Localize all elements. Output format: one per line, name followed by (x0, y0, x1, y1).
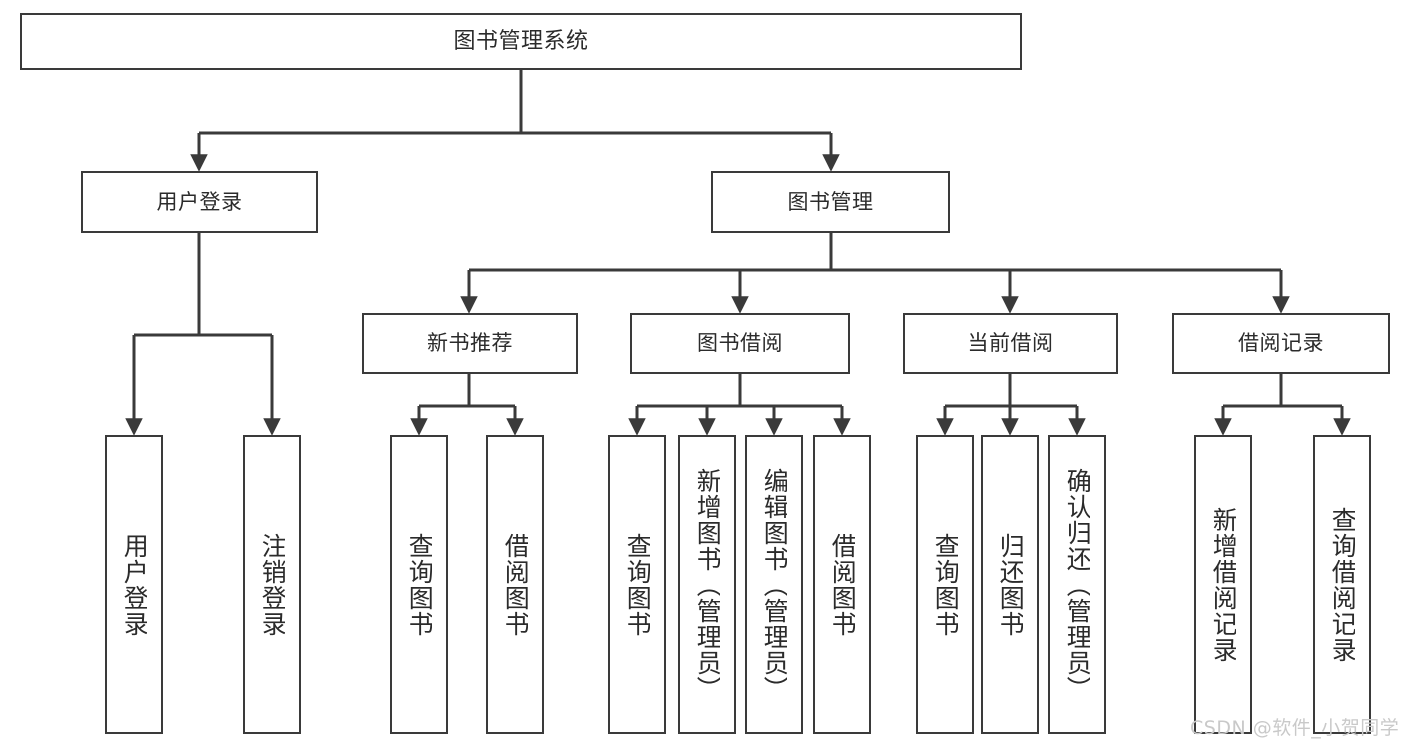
node-leaf-add-record-label: 新增借阅记录 (1209, 506, 1237, 663)
node-book-borrow-label: 图书借阅 (697, 331, 783, 356)
node-leaf-confirm-return[interactable]: 确认归还（管理员） (1048, 435, 1106, 734)
node-leaf-return-book-label: 归还图书 (996, 532, 1024, 637)
node-leaf-borrow-book-1-label: 借阅图书 (501, 532, 529, 637)
node-leaf-borrow-book-2-label: 借阅图书 (828, 532, 856, 637)
node-leaf-return-book[interactable]: 归还图书 (981, 435, 1039, 734)
node-new-book-recommend-label: 新书推荐 (427, 331, 513, 356)
node-current-borrow[interactable]: 当前借阅 (903, 313, 1118, 374)
node-root-label: 图书管理系统 (453, 28, 589, 54)
node-leaf-query-record[interactable]: 查询借阅记录 (1313, 435, 1371, 734)
node-leaf-logout-login[interactable]: 注销登录 (243, 435, 301, 734)
node-leaf-query-book-1[interactable]: 查询图书 (390, 435, 448, 734)
node-leaf-edit-book-label: 编辑图书（管理员） (760, 467, 788, 702)
node-leaf-user-login[interactable]: 用户登录 (105, 435, 163, 734)
node-book-borrow[interactable]: 图书借阅 (630, 313, 850, 374)
node-leaf-add-book-label: 新增图书（管理员） (693, 467, 721, 702)
node-current-borrow-label: 当前借阅 (967, 331, 1054, 356)
node-leaf-user-login-label: 用户登录 (120, 532, 148, 637)
node-leaf-add-record[interactable]: 新增借阅记录 (1194, 435, 1252, 734)
node-book-manage[interactable]: 图书管理 (711, 171, 950, 233)
node-borrow-record-label: 借阅记录 (1238, 331, 1324, 356)
node-leaf-logout-login-label: 注销登录 (258, 532, 286, 637)
node-leaf-borrow-book-1[interactable]: 借阅图书 (486, 435, 544, 734)
node-root[interactable]: 图书管理系统 (20, 13, 1022, 70)
node-leaf-add-book[interactable]: 新增图书（管理员） (678, 435, 736, 734)
node-leaf-confirm-return-label: 确认归还（管理员） (1063, 467, 1091, 702)
node-leaf-query-book-3-label: 查询图书 (931, 532, 959, 637)
node-borrow-record[interactable]: 借阅记录 (1172, 313, 1390, 374)
node-leaf-query-book-2[interactable]: 查询图书 (608, 435, 666, 734)
node-user-login[interactable]: 用户登录 (81, 171, 318, 233)
node-leaf-borrow-book-2[interactable]: 借阅图书 (813, 435, 871, 734)
csdn-watermark: CSDN @软件_小贺同学 (1190, 717, 1400, 739)
node-leaf-query-book-2-label: 查询图书 (623, 532, 651, 637)
node-user-login-label: 用户登录 (156, 189, 243, 214)
node-new-book-recommend[interactable]: 新书推荐 (362, 313, 578, 374)
node-book-manage-label: 图书管理 (787, 189, 874, 214)
node-leaf-query-record-label: 查询借阅记录 (1328, 506, 1356, 663)
node-leaf-query-book-3[interactable]: 查询图书 (916, 435, 974, 734)
node-leaf-edit-book[interactable]: 编辑图书（管理员） (745, 435, 803, 734)
node-leaf-query-book-1-label: 查询图书 (405, 532, 433, 637)
